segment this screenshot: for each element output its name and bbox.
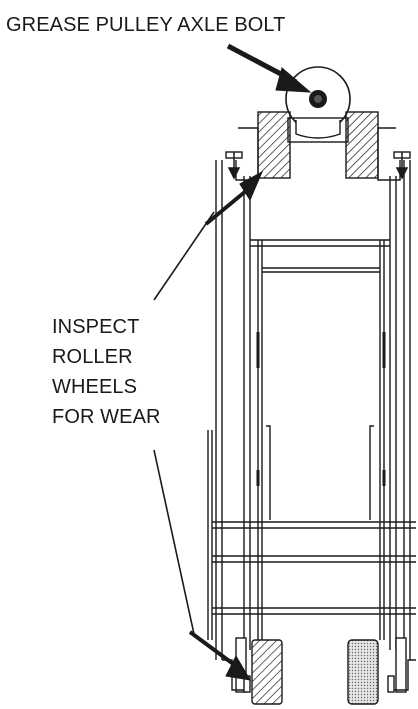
grease-arrowhead-icon bbox=[275, 67, 312, 93]
inspect-label: INSPECT ROLLER WHEELS FOR WEAR bbox=[52, 312, 161, 432]
side-fastener-arrows bbox=[227, 152, 409, 180]
top-right-block bbox=[345, 111, 411, 181]
inspect-upper-arrowhead-icon bbox=[239, 170, 264, 202]
inspect-label-line: FOR WEAR bbox=[52, 406, 161, 428]
frame-outline bbox=[207, 160, 416, 660]
grease-label: GREASE PULLEY AXLE BOLT bbox=[6, 14, 286, 36]
inspect-label-line: INSPECT bbox=[52, 316, 140, 338]
upright-reinforcement bbox=[256, 332, 386, 486]
roller-wheel-right bbox=[347, 637, 416, 705]
callout-arrows bbox=[153, 43, 312, 681]
inspect-lower-arrowhead-icon bbox=[225, 654, 251, 681]
inspect-label-line: ROLLER bbox=[52, 346, 133, 368]
inspect-label-line: WHEELS bbox=[52, 376, 138, 398]
pulley-axle-bolt-icon bbox=[309, 90, 327, 108]
